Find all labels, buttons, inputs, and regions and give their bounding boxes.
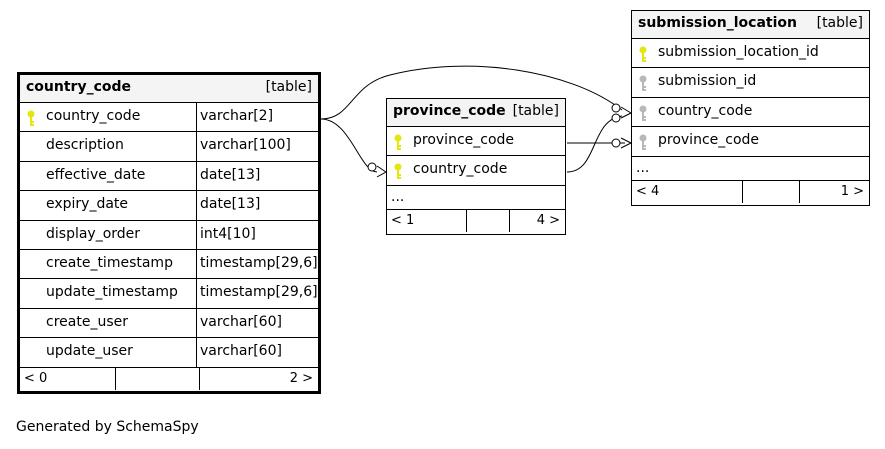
primary-key-icon (639, 46, 647, 62)
column-name: province_code (658, 132, 760, 149)
table-header: country_code [table] (20, 75, 318, 103)
column-row[interactable]: submission_id (632, 68, 869, 98)
column-type: varchar[2] (200, 108, 274, 124)
relation-country-to-province (320, 118, 378, 173)
table-type: [table] (816, 15, 863, 31)
column-row[interactable]: expiry_date date[13] (20, 190, 318, 221)
ellipsis: ... (636, 159, 650, 176)
children-count: 4 > (536, 212, 560, 228)
crowfoot-marker (620, 106, 632, 119)
optional-marker (611, 113, 621, 123)
column-name: create_user (46, 313, 128, 330)
column-type: date[13] (200, 166, 261, 183)
table-type: [table] (265, 79, 312, 95)
table-name: country_code (26, 79, 132, 95)
foreign-key-icon (639, 105, 647, 121)
primary-key-icon (27, 110, 35, 126)
column-name: country_code (413, 161, 508, 178)
foreign-key-icon (639, 134, 647, 151)
primary-key-icon (394, 134, 402, 150)
table-name: province_code (393, 103, 506, 119)
generator-credit: Generated by SchemaSpy (16, 419, 199, 435)
children-count: 2 > (289, 370, 313, 386)
optional-marker (611, 138, 621, 148)
more-columns-row: ... (387, 186, 565, 210)
primary-key-icon (394, 163, 402, 180)
parents-count: < 0 (24, 370, 48, 386)
table-submission-location[interactable]: submission_location [table] submission_l… (631, 10, 870, 206)
table-header: province_code [table] (387, 99, 565, 127)
table-province-code[interactable]: province_code [table] province_code coun… (386, 98, 566, 235)
column-type: varchar[60] (200, 343, 282, 360)
ellipsis: ... (391, 188, 405, 205)
table-header: submission_location [table] (632, 11, 869, 39)
column-row[interactable]: display_order int4[10] (20, 219, 318, 250)
column-name: update_user (46, 343, 133, 360)
column-row[interactable]: description varchar[100] (20, 131, 318, 162)
table-footer: < 4 1 > (632, 180, 869, 203)
column-type: timestamp[29,6] (200, 284, 318, 301)
column-name: expiry_date (46, 196, 129, 213)
column-name: display_order (46, 225, 141, 242)
crowfoot-marker (620, 137, 632, 149)
column-type: varchar[100] (200, 137, 291, 154)
column-name: description (46, 137, 124, 154)
column-row[interactable]: country_code (387, 156, 565, 186)
column-row[interactable]: create_user varchar[60] (20, 307, 318, 339)
foreign-key-icon (639, 75, 647, 92)
column-name: submission_location_id (658, 44, 819, 60)
column-row[interactable]: effective_date date[13] (20, 160, 318, 192)
parents-count: < 1 (391, 212, 415, 228)
crowfoot-marker (376, 165, 387, 178)
table-footer: < 1 4 > (387, 209, 565, 232)
parents-count: < 4 (636, 183, 660, 199)
relation-country-to-submission-location (320, 65, 623, 120)
optional-marker (367, 162, 377, 172)
column-name: create_timestamp (46, 254, 173, 271)
column-row[interactable]: province_code (387, 127, 565, 157)
table-footer: < 0 2 > (20, 367, 318, 390)
column-name: country_code (658, 102, 753, 119)
column-row[interactable]: country_code varchar[2] (20, 102, 318, 133)
table-type: [table] (512, 103, 559, 119)
column-type: int4[10] (200, 225, 256, 242)
column-name: effective_date (46, 166, 146, 183)
column-type: date[13] (200, 196, 261, 213)
column-type: timestamp[29,6] (200, 254, 318, 271)
column-type: varchar[60] (200, 313, 282, 330)
column-name: submission_id (658, 73, 757, 90)
table-name: submission_location (638, 15, 797, 31)
optional-marker (611, 103, 621, 113)
column-row[interactable]: submission_location_id (632, 39, 869, 69)
children-count: 1 > (840, 183, 864, 199)
table-country-code[interactable]: country_code [table] country_code varcha… (17, 72, 321, 394)
column-row[interactable]: update_user varchar[60] (20, 337, 318, 368)
column-row[interactable]: province_code (632, 127, 869, 157)
column-row[interactable]: update_timestamp timestamp[29,6] (20, 278, 318, 309)
column-row[interactable]: country_code (632, 98, 869, 128)
more-columns-row: ... (632, 157, 869, 181)
column-row[interactable]: create_timestamp timestamp[29,6] (20, 248, 318, 280)
column-name: update_timestamp (46, 284, 178, 301)
column-name: country_code (46, 108, 141, 124)
column-name: province_code (413, 132, 515, 148)
